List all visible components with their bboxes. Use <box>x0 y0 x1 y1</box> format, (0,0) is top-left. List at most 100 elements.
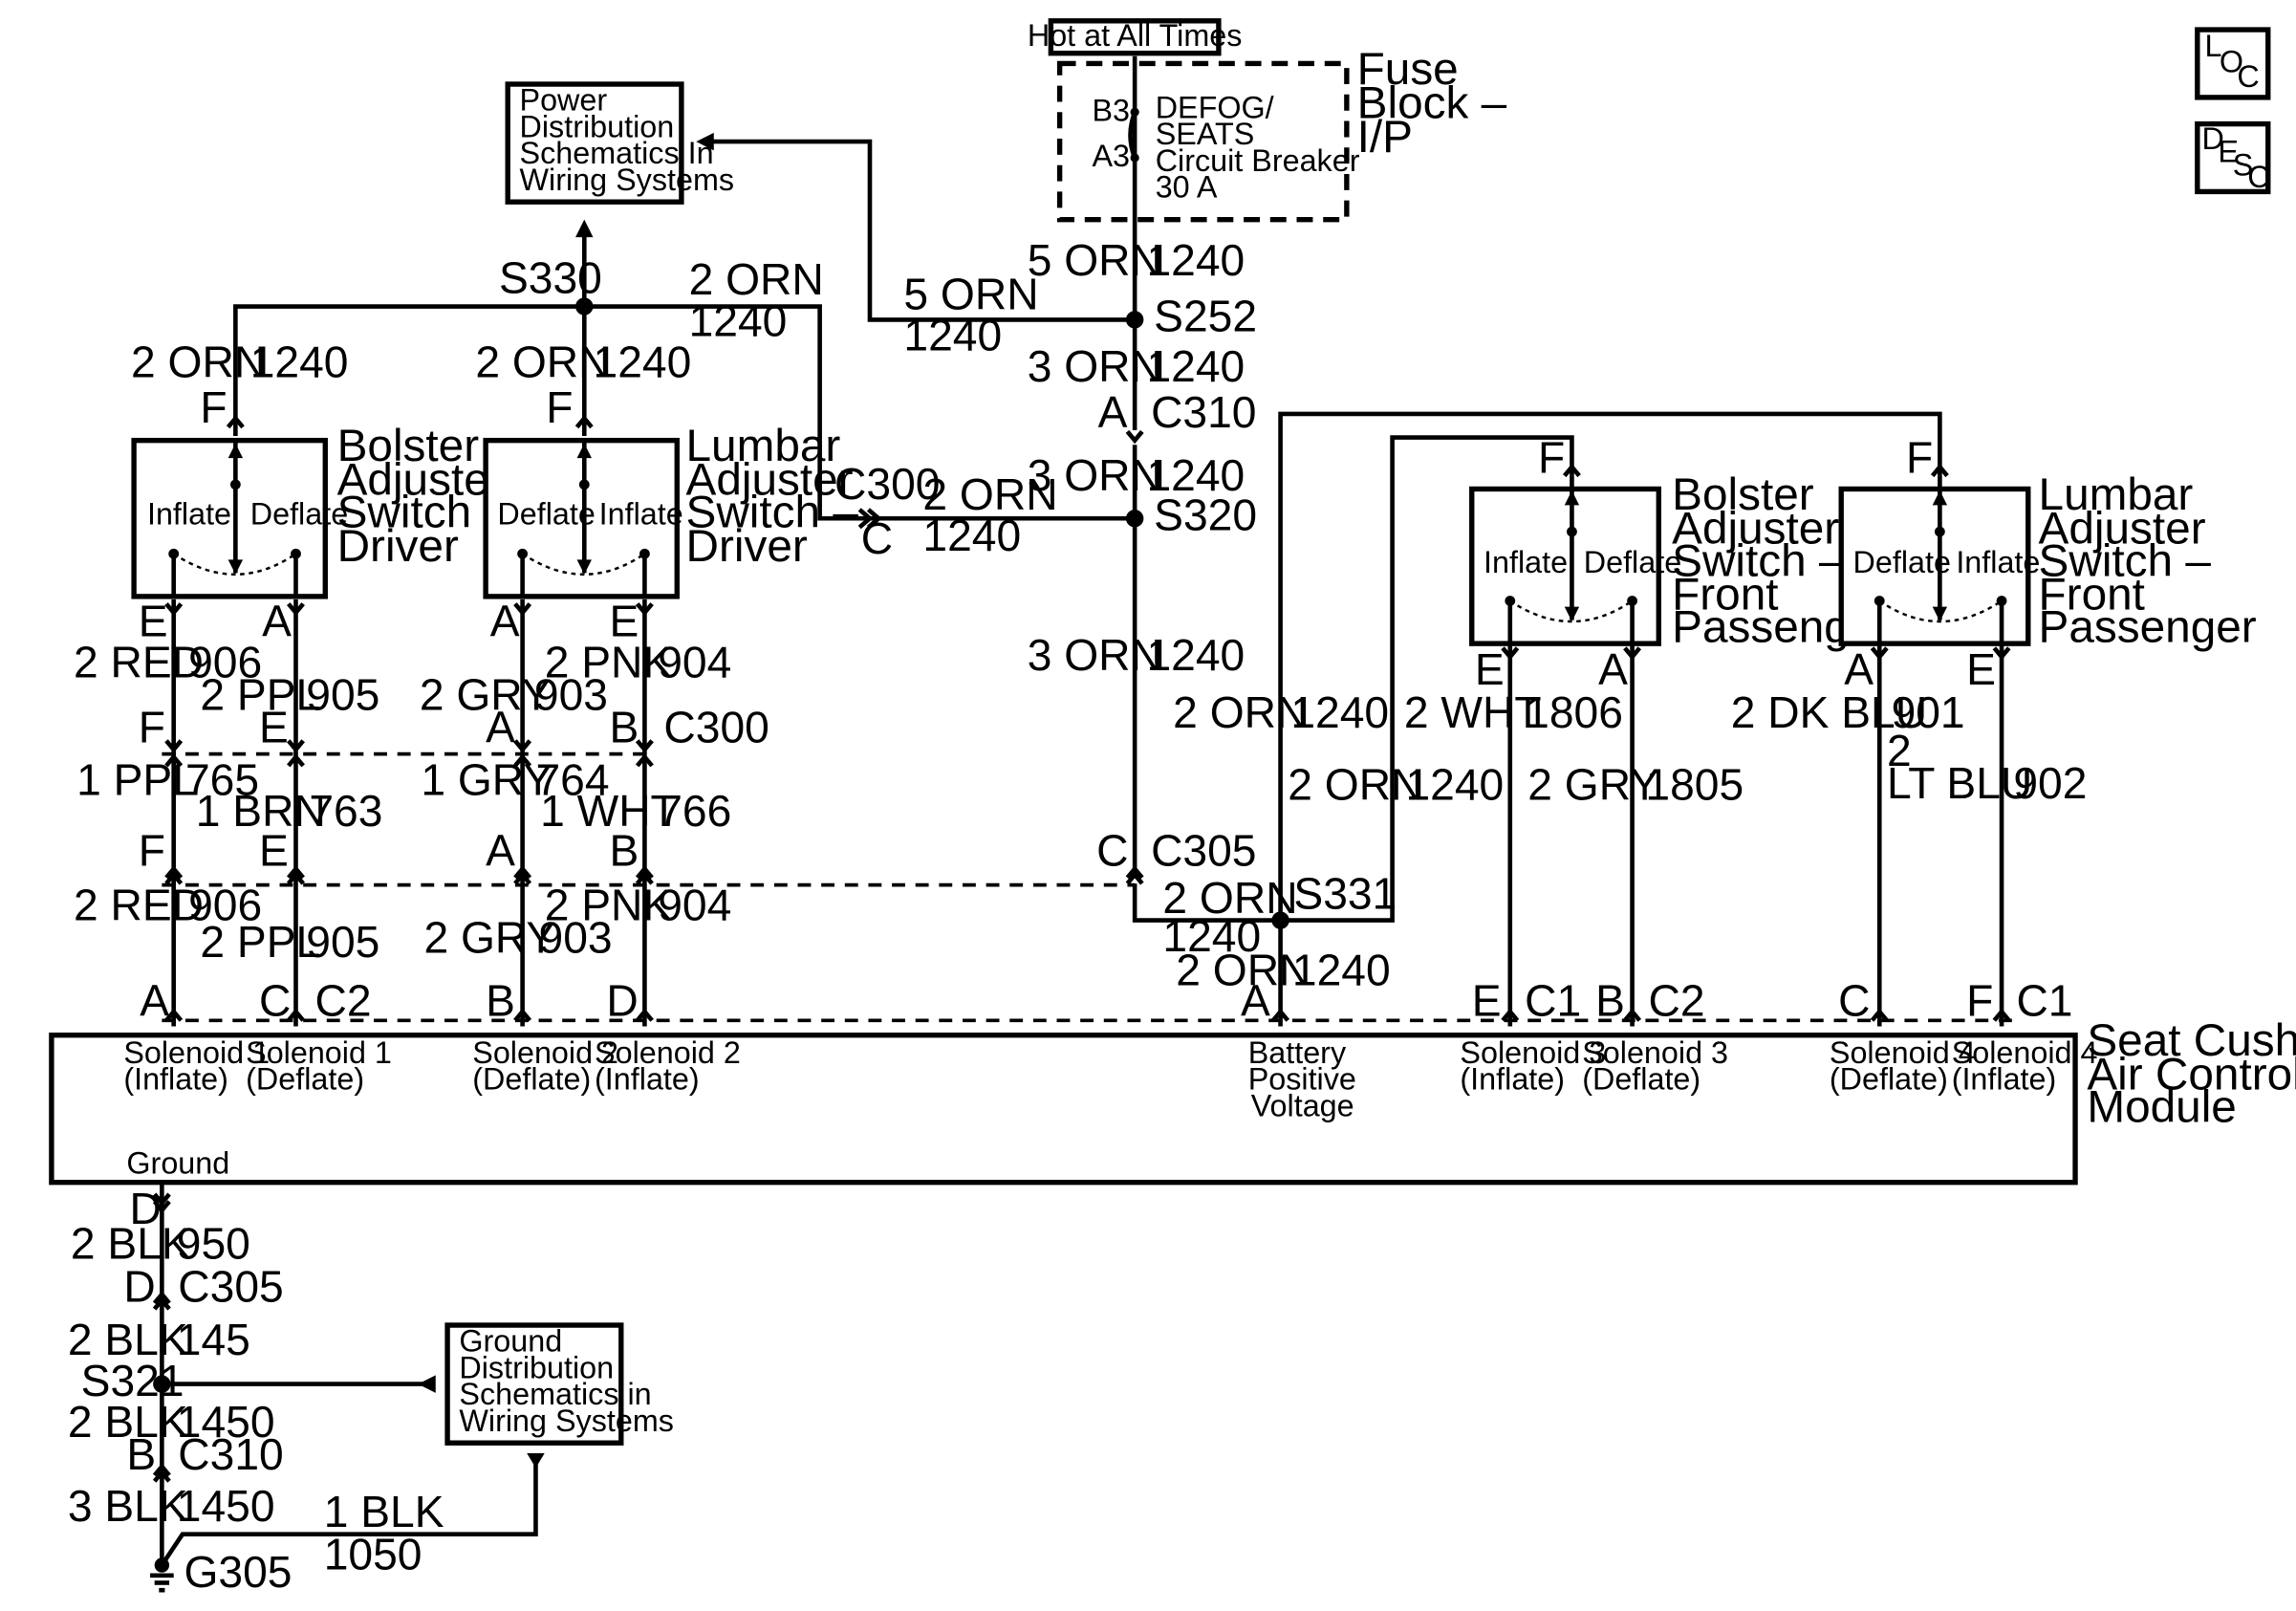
power-distribution-box: Power Distribution Schematics In Wiring … <box>505 81 734 205</box>
label-2orn-s331-a: 2 ORN <box>1173 687 1308 737</box>
label-765: 765 <box>185 755 259 805</box>
label-906-bottom: 906 <box>188 881 262 930</box>
lumbar-driver-deflate: Deflate <box>497 496 595 531</box>
pin-b-c310: B <box>126 1429 156 1479</box>
label-1blk: 1 BLK <box>324 1487 444 1536</box>
label-764: 764 <box>535 755 609 805</box>
label-2gry-top: 2 GRY <box>420 669 552 719</box>
breaker-line-1: DEFOG/ <box>1156 90 1274 124</box>
pin-a-bolster-driver: A <box>262 596 292 645</box>
label-906-top: 906 <box>188 638 262 687</box>
module-title-2: Air Control <box>2087 1050 2296 1100</box>
desc-letter-e: E <box>2218 135 2239 169</box>
label-766: 766 <box>658 786 731 836</box>
fuse-block-title-2: Block – <box>1357 77 1507 128</box>
label-2pnk-top: 2 PNK <box>545 638 673 687</box>
lumbar-driver-title-3: Switch – <box>686 487 859 537</box>
ground-distribution-box: Ground Distribution Schematics in Wiring… <box>444 1322 674 1446</box>
solenoid-4-deflate-l2: (Deflate) <box>1830 1062 1948 1097</box>
label-5orn-feed: 5 ORN <box>1028 235 1162 285</box>
pin-e-lumbar-driver: E <box>609 596 639 645</box>
label-2blk-1450: 2 BLK <box>68 1397 188 1447</box>
wire-lumbar-front-feed <box>1278 411 1942 1027</box>
wire-labels: S330 2 ORN 1240 2 ORN 1240 2 ORN 1240 F … <box>68 235 2088 1597</box>
bolster-front-title-2: Adjuster <box>1672 503 1839 554</box>
label-ltblu: LT BLU <box>1887 758 2032 808</box>
label-2orn-top: 2 ORN <box>689 254 824 304</box>
connector-c305-bottom: C305 <box>178 1261 283 1311</box>
arrow-ground-dist-down <box>527 1452 545 1469</box>
label-5orn-s252: 5 ORN <box>903 270 1038 319</box>
solenoid-2-deflate-l1: Solenoid 2 <box>472 1035 618 1070</box>
label-ltblu-gauge: 2 <box>1887 726 1912 775</box>
pin-a-c300: A <box>486 702 515 751</box>
bolster-front-title-4: Front <box>1672 570 1778 620</box>
wire-bolster-front-feed <box>1280 435 1574 923</box>
label-2blk-145: 2 BLK <box>68 1315 188 1364</box>
wires <box>160 55 2020 1567</box>
ground-dist-line-3: Schematics in <box>459 1377 651 1411</box>
splice-s252-label: S252 <box>1154 292 1257 341</box>
splice-s320 <box>1125 510 1144 528</box>
solenoid-1-deflate-l2: (Deflate) <box>246 1062 364 1097</box>
label-145: 145 <box>177 1315 250 1364</box>
label-2orn-c300: 2 ORN <box>922 469 1057 519</box>
label-2gry-front: 2 GRY <box>1527 759 1659 809</box>
desc-letter-s: S <box>2233 147 2254 182</box>
label-950: 950 <box>177 1219 250 1269</box>
desc-button[interactable]: D E S C <box>2195 121 2271 195</box>
breaker-line-3: Circuit Breaker <box>1156 143 1360 178</box>
pin-f-bolster-front: F <box>1538 433 1565 483</box>
pin-a3: A3 <box>1092 139 1130 173</box>
bolster-switch-driver: Inflate Deflate Bolster Adjuster Switch … <box>131 421 510 599</box>
seat-cushion-module: Solenoid 1 (Inflate) Solenoid 1 (Deflate… <box>49 1015 2296 1186</box>
arrow-to-power-dist <box>696 132 714 151</box>
ground-symbol <box>150 1557 174 1593</box>
pin-f-c300: F <box>139 702 165 751</box>
label-2blk-950: 2 BLK <box>71 1219 191 1269</box>
label-1wht: 1 WHT <box>540 786 678 836</box>
splice-s321-label: S321 <box>81 1356 184 1405</box>
breaker-line-2: SEATS <box>1156 117 1255 151</box>
solenoid-2-deflate-l2: (Deflate) <box>472 1062 591 1097</box>
label-2orn-module: 2 ORN <box>1176 945 1310 994</box>
solenoid-1-deflate-l1: Solenoid 1 <box>246 1035 392 1070</box>
lumbar-front-deflate: Deflate <box>1853 545 1951 579</box>
pin-e-c305: E <box>259 826 289 876</box>
pin-b-c2-right: B <box>1595 976 1625 1026</box>
loc-button[interactable]: L O C <box>2195 27 2271 100</box>
pin-e-c1: E <box>1472 976 1502 1026</box>
pin-f-lumbar-front: F <box>1906 433 1933 483</box>
label-904-bottom: 904 <box>658 881 731 930</box>
loc-letter-c: C <box>2237 59 2259 94</box>
pin-e-lumbar-front: E <box>1966 644 1996 694</box>
label-2pnk-bottom: 2 PNK <box>545 881 673 930</box>
solenoid-3-deflate-l1: Solenoid 3 <box>1582 1035 1728 1070</box>
splice-s252 <box>1125 311 1144 329</box>
connector-c1-right: C1 <box>2016 976 2072 1026</box>
solenoid-2-inflate-l2: (Inflate) <box>595 1062 700 1097</box>
module-ground-label: Ground <box>126 1145 229 1180</box>
wire-c305-s331 <box>1132 883 1281 923</box>
pin-f-c1-right: F <box>1966 976 1993 1026</box>
solenoid-3-inflate-l1: Solenoid 3 <box>1460 1035 1606 1070</box>
module-title-3: Module <box>2087 1082 2237 1133</box>
bolster-driver-title-2: Adjuster <box>337 455 505 506</box>
label-905-bottom: 905 <box>306 917 379 967</box>
label-902: 902 <box>2013 758 2087 808</box>
label-763: 763 <box>309 786 382 836</box>
pin-d-ground: D <box>129 1184 161 1233</box>
connector-chevrons <box>152 414 2011 1483</box>
pin-a-c305: A <box>486 826 515 876</box>
label-903-top: 903 <box>534 669 608 719</box>
connector-c300-mid: C300 <box>663 702 769 751</box>
pin-a-battery: A <box>1241 976 1270 1026</box>
splice-s330-label: S330 <box>499 253 602 303</box>
arrow-to-ground-dist <box>418 1375 436 1393</box>
solenoid-1-inflate-l1: Solenoid 1 <box>123 1035 270 1070</box>
label-1240-s331-c: 1240 <box>1162 911 1261 961</box>
pin-e-c300: E <box>259 702 289 751</box>
bolster-driver-title-3: Switch – <box>337 487 510 537</box>
label-1240-lumbar-driver: 1240 <box>594 337 692 386</box>
